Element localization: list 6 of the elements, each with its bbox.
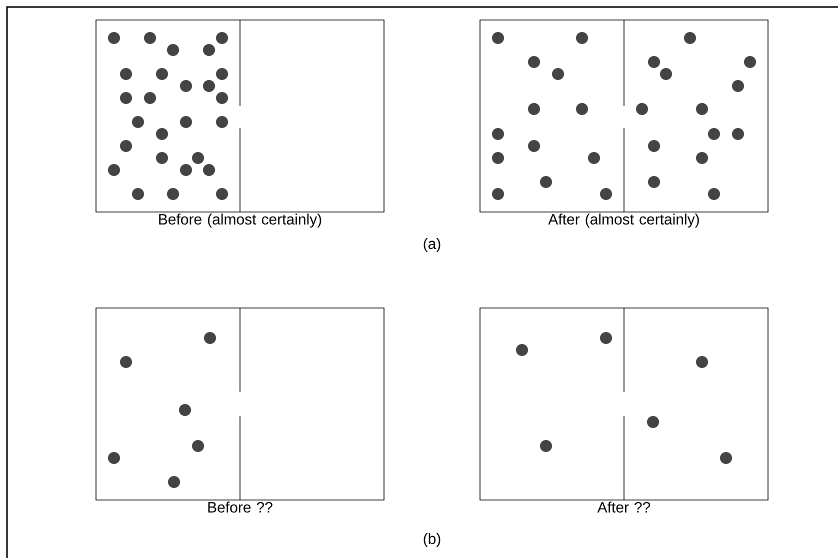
container-box: After (almost certainly): [480, 20, 768, 228]
panel-label: (b): [424, 533, 440, 547]
container-box: Before (almost certainly): [96, 20, 384, 228]
container-box: After ??: [480, 308, 768, 513]
panel-label: (a): [424, 238, 440, 252]
container-box: Before ??: [96, 308, 384, 513]
